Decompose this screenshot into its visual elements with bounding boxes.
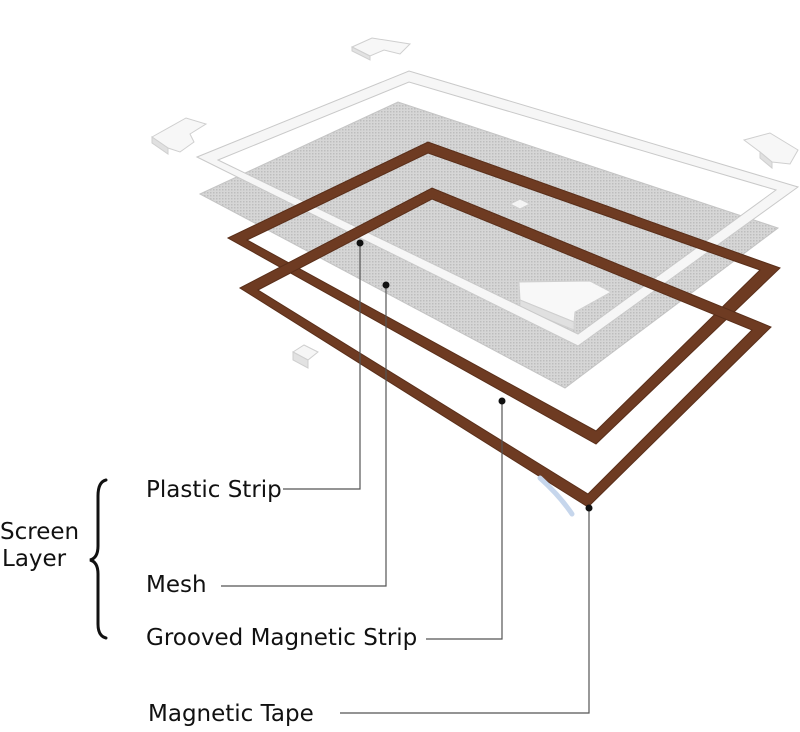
leader-line-grooved-magnetic-strip — [426, 402, 503, 640]
leader-line-mesh — [221, 286, 387, 587]
corner-piece-top — [350, 37, 412, 61]
screen-layer-label-line2: Layer — [2, 546, 67, 572]
leader-dot-grooved-magnetic-strip — [498, 397, 506, 405]
leader-dot-magnetic-tape — [585, 504, 593, 512]
leader-line-magnetic-tape — [340, 509, 590, 714]
tape-curl — [537, 475, 575, 517]
screen-layer-label-line1: Screen — [0, 519, 80, 545]
corner-piece-bottom — [292, 344, 319, 369]
plastic-strip-label: Plastic Strip — [146, 477, 282, 503]
leader-dot-plastic-strip — [356, 239, 364, 247]
corner-piece-right — [742, 132, 799, 170]
mesh-sheet — [198, 101, 780, 389]
leader-dot-mesh — [382, 281, 390, 289]
corner-piece-mesh — [508, 198, 613, 331]
magnetic-tape-label: Magnetic Tape — [148, 701, 314, 727]
magnetic-tape-frame — [238, 187, 772, 508]
grooved-magnetic-strip-frame — [226, 141, 781, 445]
grooved-magnetic-strip-label: Grooved Magnetic Strip — [146, 625, 418, 651]
corner-piece-left — [151, 117, 208, 155]
mesh-label: Mesh — [146, 572, 207, 598]
plastic-strip-frame — [195, 70, 800, 347]
leader-line-plastic-strip — [283, 244, 361, 490]
screen-layer-brace — [89, 478, 108, 640]
